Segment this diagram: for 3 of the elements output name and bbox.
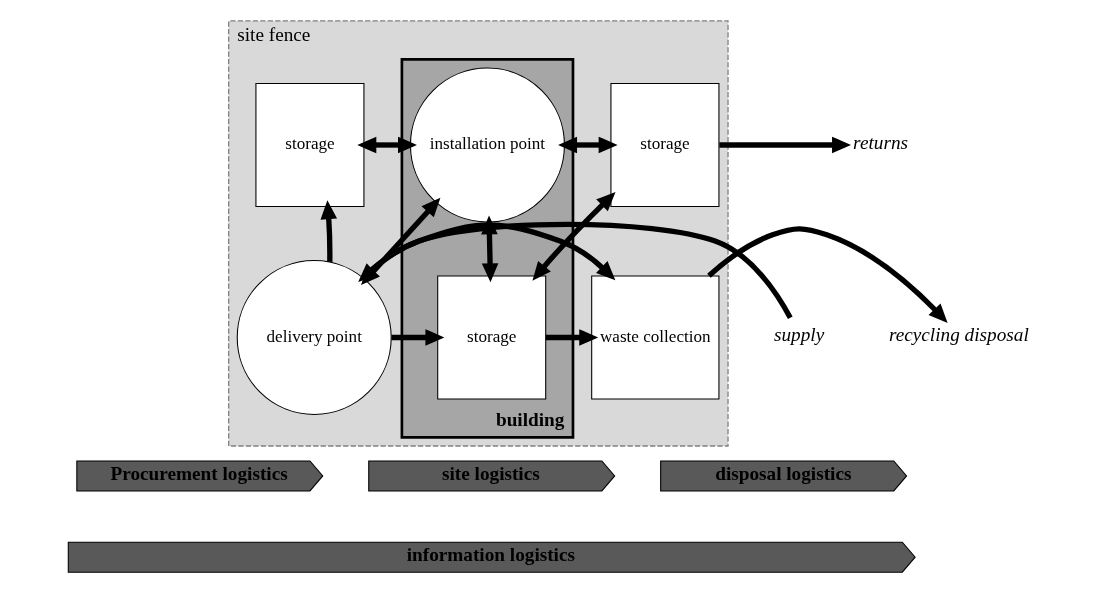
node-text: recycling disposal [888,324,1029,346]
node-text: returns [852,131,908,153]
node-text: supply [773,324,824,346]
